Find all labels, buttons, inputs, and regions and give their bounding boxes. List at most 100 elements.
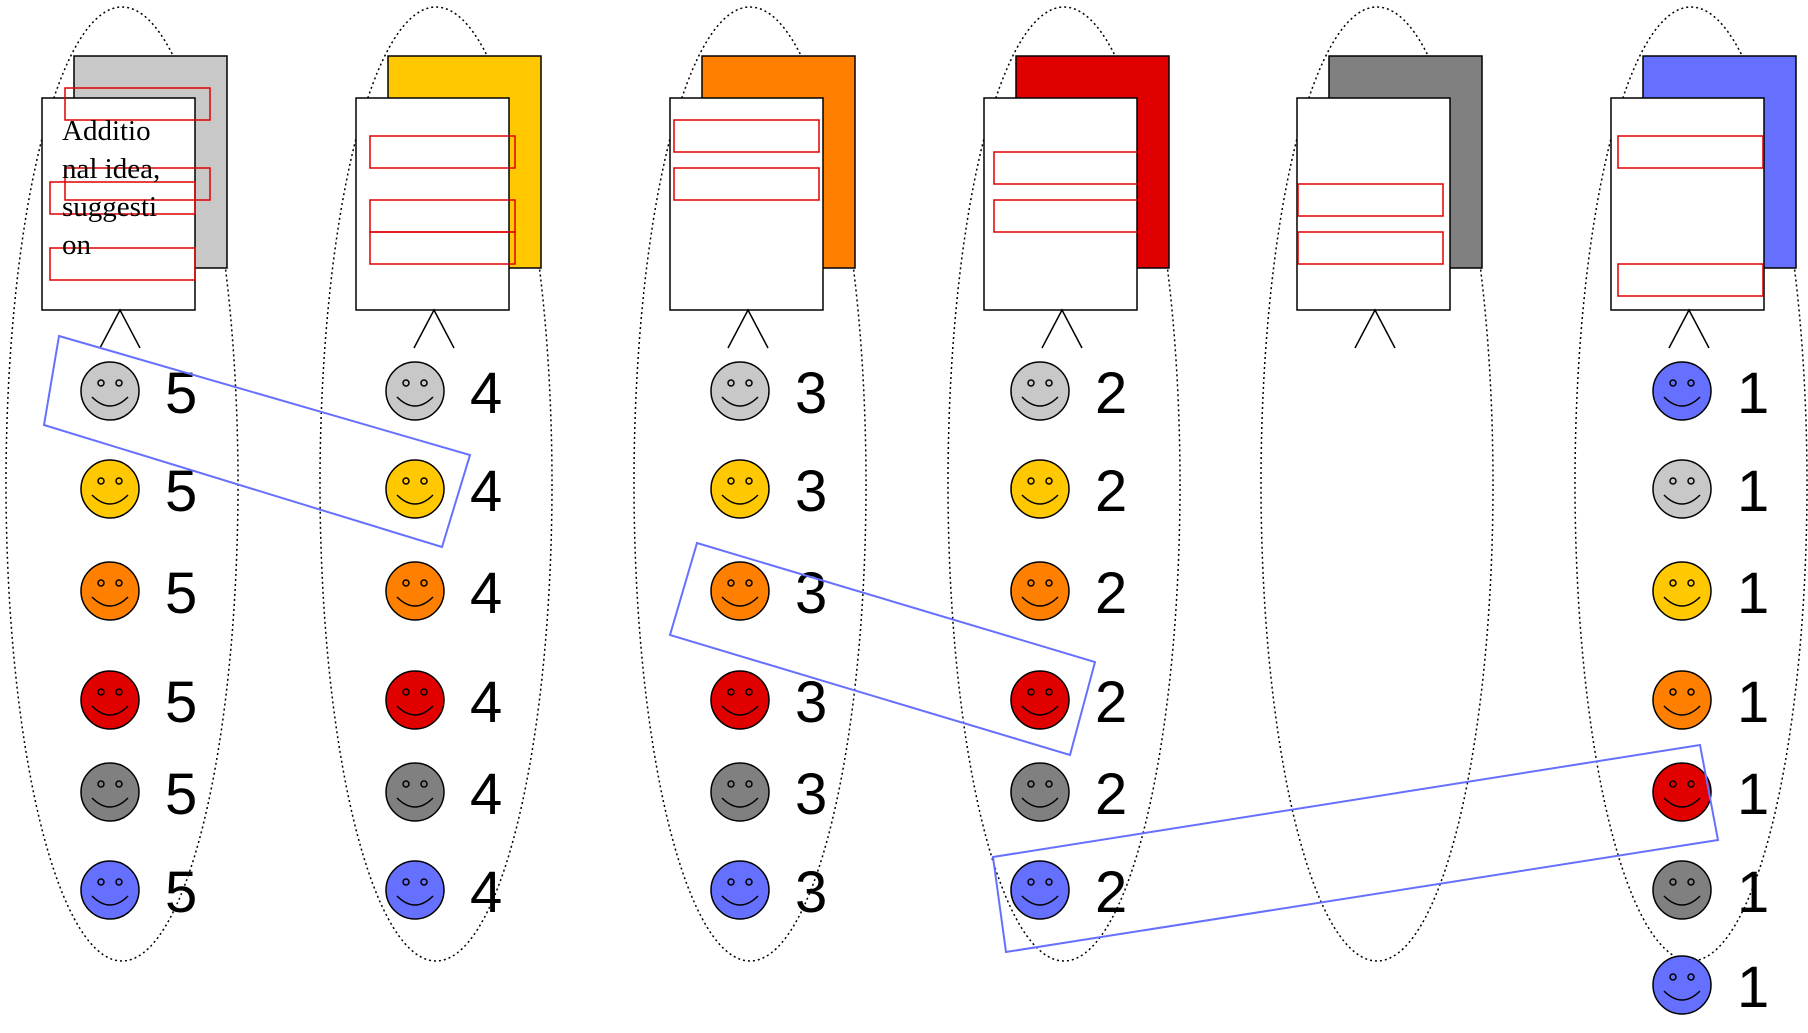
smiley-face-icon [1010, 860, 1070, 920]
smiley-mouth [721, 494, 759, 505]
person-5: 1 [1652, 762, 1769, 827]
rank-number: 2 [1095, 459, 1127, 524]
person-1: 4 [385, 361, 502, 426]
note-text-line: Additio [62, 115, 151, 147]
smiley-mouth [1021, 396, 1059, 407]
smiley-eye [115, 780, 123, 788]
smiley-eye [115, 579, 123, 587]
rank-number: 3 [795, 860, 827, 925]
front-document [41, 97, 196, 311]
red-field-box [64, 87, 211, 121]
smiley-face-icon [80, 561, 140, 621]
smiley-eye [1027, 688, 1035, 696]
smiley-eye [402, 477, 410, 485]
smiley-face-icon [385, 561, 445, 621]
smiley-mouth [1021, 494, 1059, 505]
smiley-face-icon [1652, 762, 1712, 822]
smiley-eye [1669, 477, 1677, 485]
connector-line [1668, 308, 1710, 349]
smiley-eye [402, 780, 410, 788]
smiley-mouth [91, 494, 129, 505]
smiley-mouth [91, 895, 129, 906]
person-3: 1 [1652, 561, 1769, 626]
rank-number: 1 [1737, 361, 1769, 426]
rank-number: 1 [1737, 670, 1769, 735]
smiley-face-icon [385, 459, 445, 519]
rank-number: 2 [1095, 561, 1127, 626]
smiley-eye [1045, 477, 1053, 485]
smiley-eye [1669, 780, 1677, 788]
rank-number: 2 [1095, 762, 1127, 827]
rank-number: 2 [1095, 361, 1127, 426]
smiley-mouth [396, 396, 434, 407]
smiley-face-icon [1010, 762, 1070, 822]
smiley-mouth [396, 895, 434, 906]
person-4: 3 [710, 670, 827, 735]
smiley-eye [402, 579, 410, 587]
rank-number: 5 [165, 860, 197, 925]
smiley-mouth [1663, 494, 1701, 505]
smiley-mouth [91, 797, 129, 808]
smiley-face-icon [80, 762, 140, 822]
smiley-face-icon [1652, 670, 1712, 730]
smiley-eye [1687, 379, 1695, 387]
front-document [669, 97, 824, 311]
smiley-eye [420, 878, 428, 886]
smiley-eye [420, 477, 428, 485]
rank-number: 4 [470, 561, 502, 626]
rank-number: 4 [470, 459, 502, 524]
smiley-mouth [396, 596, 434, 607]
front-document [355, 97, 510, 311]
smiley-face-icon [80, 459, 140, 519]
smiley-face-icon [710, 459, 770, 519]
smiley-eye [402, 379, 410, 387]
smiley-face-icon [1652, 361, 1712, 421]
person-3: 3 [710, 561, 827, 626]
rank-number: 1 [1737, 459, 1769, 524]
dotted-ellipse [633, 6, 867, 962]
smiley-eye [1669, 379, 1677, 387]
smiley-eye [1045, 379, 1053, 387]
smiley-eye [97, 688, 105, 696]
rank-number: 4 [470, 860, 502, 925]
smiley-face-icon [710, 670, 770, 730]
person-3: 4 [385, 561, 502, 626]
red-field-box [369, 231, 516, 265]
rank-number: 5 [165, 762, 197, 827]
rank-number: 1 [1737, 860, 1769, 925]
smiley-eye [1687, 780, 1695, 788]
smiley-mouth [91, 705, 129, 716]
red-field-box [993, 151, 1140, 185]
red-field-box [673, 167, 820, 201]
smiley-face-icon [385, 670, 445, 730]
smiley-face-icon [710, 762, 770, 822]
red-field-box [1617, 263, 1764, 297]
smiley-face-icon [1652, 955, 1712, 1015]
person-4: 5 [80, 670, 197, 735]
smiley-eye [1045, 780, 1053, 788]
person-2: 4 [385, 459, 502, 524]
person-1: 2 [1010, 361, 1127, 426]
smiley-eye [1669, 579, 1677, 587]
front-document [1610, 97, 1765, 311]
person-3: 2 [1010, 561, 1127, 626]
smiley-mouth [1021, 797, 1059, 808]
smiley-eye [745, 780, 753, 788]
note-text-line: on [62, 229, 92, 261]
smiley-eye [745, 477, 753, 485]
smiley-face-icon [710, 860, 770, 920]
connector-line [727, 308, 769, 349]
note-text-line: suggesti [62, 191, 157, 223]
smiley-mouth [721, 797, 759, 808]
smiley-eye [727, 477, 735, 485]
smiley-eye [1687, 688, 1695, 696]
person-7: 1 [1652, 955, 1769, 1020]
smiley-face-icon [80, 860, 140, 920]
smiley-eye [420, 780, 428, 788]
person-3: 5 [80, 561, 197, 626]
smiley-mouth [396, 797, 434, 808]
smiley-eye [402, 878, 410, 886]
person-6: 2 [1010, 860, 1127, 925]
smiley-face-icon [385, 361, 445, 421]
